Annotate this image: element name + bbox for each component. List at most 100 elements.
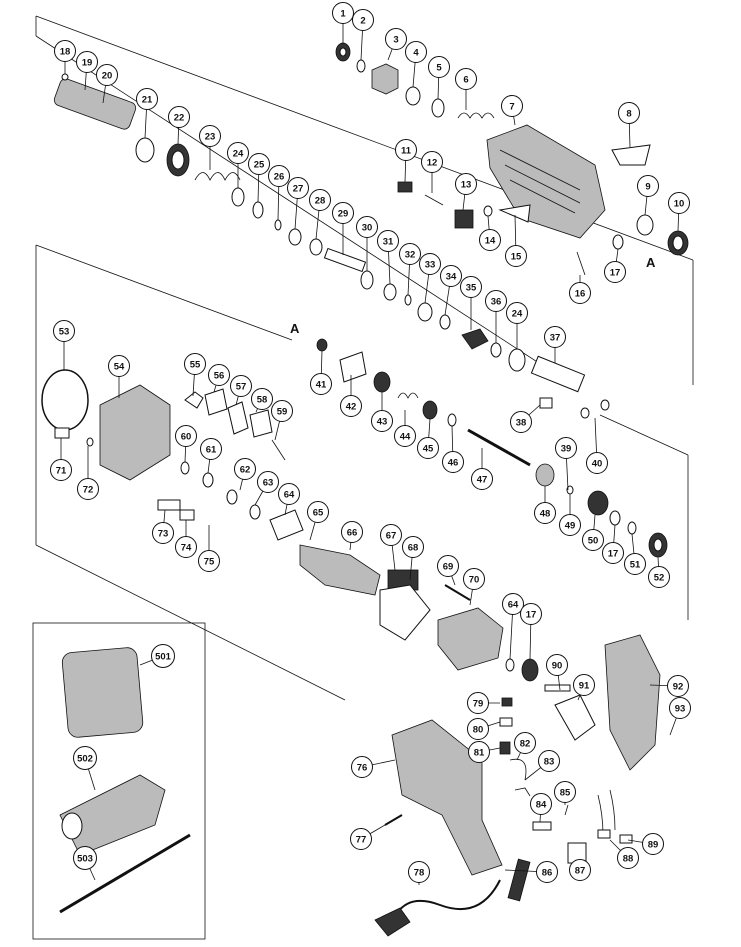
callout-24: 24 xyxy=(506,302,528,349)
callout-bubble xyxy=(399,243,421,265)
callout-37: 37 xyxy=(544,326,566,363)
callout-label: 33 xyxy=(425,259,436,270)
callout-15: 15 xyxy=(505,214,527,267)
callout-12: 12 xyxy=(421,151,443,193)
callout-32: 32 xyxy=(399,243,421,296)
callout-label: 68 xyxy=(408,542,419,553)
callout-label: 47 xyxy=(477,474,488,485)
callout-60: 60 xyxy=(175,425,197,463)
callout-label: 27 xyxy=(293,183,304,194)
callout-label: 64 xyxy=(284,489,295,500)
callout-bubble xyxy=(377,230,399,252)
callout-label: 35 xyxy=(466,282,477,293)
callout-label: 17 xyxy=(526,609,537,620)
callout-38: 38 xyxy=(510,404,541,433)
callout-bubble xyxy=(569,859,591,881)
callout-bubble xyxy=(534,502,556,524)
callout-bubble xyxy=(402,536,424,558)
callout-82: 82 xyxy=(514,732,536,761)
callout-79: 79 xyxy=(467,692,500,714)
callout-76: 76 xyxy=(351,756,396,778)
carrying-case xyxy=(61,647,144,738)
callout-bubble xyxy=(669,697,691,719)
callout-label: 22 xyxy=(174,112,185,123)
callout-label: 12 xyxy=(427,157,438,168)
callout-bubble xyxy=(463,568,485,590)
callout-19: 19 xyxy=(76,51,98,91)
callout-42: 42 xyxy=(340,375,362,417)
callout-88: 88 xyxy=(609,839,639,869)
callout-13: 13 xyxy=(455,173,477,211)
callout-bubble xyxy=(467,692,489,714)
callout-58: 58 xyxy=(251,388,273,413)
callout-label: 92 xyxy=(673,681,684,692)
callout-75: 75 xyxy=(198,525,220,572)
callout-label: 10 xyxy=(674,198,685,209)
callout-22: 22 xyxy=(168,106,190,145)
callout-bubble xyxy=(648,566,670,588)
callout-bubble xyxy=(405,41,427,63)
callout-bubble xyxy=(618,102,640,124)
callout-bubble xyxy=(485,290,507,312)
callout-label: 30 xyxy=(362,222,373,233)
callout-bubble xyxy=(96,64,118,86)
callout-87: 87 xyxy=(569,859,591,881)
callout-bubble xyxy=(380,524,402,546)
callout-bubble xyxy=(208,364,230,386)
callout-label: 82 xyxy=(520,738,531,749)
callout-label: 34 xyxy=(446,271,457,282)
callout-30: 30 xyxy=(356,216,378,271)
callout-bubble xyxy=(536,861,558,883)
callout-bubble xyxy=(421,151,443,173)
callout-86: 86 xyxy=(504,861,558,883)
callout-label: 70 xyxy=(469,574,480,585)
callout-47: 47 xyxy=(471,448,493,490)
callout-label: 502 xyxy=(77,753,93,764)
callout-bubble xyxy=(271,400,293,422)
callout-label: 57 xyxy=(236,381,247,392)
callout-33: 33 xyxy=(419,253,441,304)
callout-label: 39 xyxy=(561,443,572,454)
callout-77: 77 xyxy=(350,824,386,850)
callout-label: 17 xyxy=(610,267,621,278)
callout-24: 24 xyxy=(227,142,249,188)
callout-34: 34 xyxy=(440,265,462,316)
callout-62: 62 xyxy=(234,458,256,491)
callout-57: 57 xyxy=(230,375,252,406)
callout-bubble xyxy=(340,395,362,417)
callout-1: 1 xyxy=(332,2,354,44)
callout-bubble xyxy=(200,438,222,460)
callout-bubble xyxy=(604,261,626,283)
callout-bubble xyxy=(234,458,256,480)
callout-6: 6 xyxy=(455,68,477,110)
callout-label: 41 xyxy=(316,379,327,390)
callout-23: 23 xyxy=(199,125,221,170)
callout-label: 13 xyxy=(461,179,472,190)
callout-label: 503 xyxy=(77,853,93,864)
callout-bubble xyxy=(617,847,639,869)
callout-54: 54 xyxy=(108,355,130,398)
callout-bubble xyxy=(268,165,290,187)
callout-label: 28 xyxy=(315,195,326,206)
callout-89: 89 xyxy=(627,833,664,855)
callout-label: 56 xyxy=(214,370,225,381)
callout-bubble xyxy=(437,555,459,577)
callout-label: 2 xyxy=(360,15,365,26)
callout-59: 59 xyxy=(271,400,293,441)
callout-45: 45 xyxy=(417,418,439,459)
callout-9: 9 xyxy=(637,175,659,216)
callout-bubble xyxy=(108,355,130,377)
handle-92 xyxy=(604,634,661,771)
callout-label: 74 xyxy=(181,542,192,553)
callout-bubble xyxy=(546,654,568,676)
callout-label: 46 xyxy=(448,457,459,468)
callout-bubble xyxy=(408,861,430,883)
callout-label: 91 xyxy=(579,680,590,691)
callout-label: 11 xyxy=(401,145,412,156)
callout-bubble xyxy=(73,846,97,870)
callout-bubble xyxy=(395,139,417,161)
callout-502: 502 xyxy=(73,746,97,791)
callout-bubble xyxy=(573,674,595,696)
